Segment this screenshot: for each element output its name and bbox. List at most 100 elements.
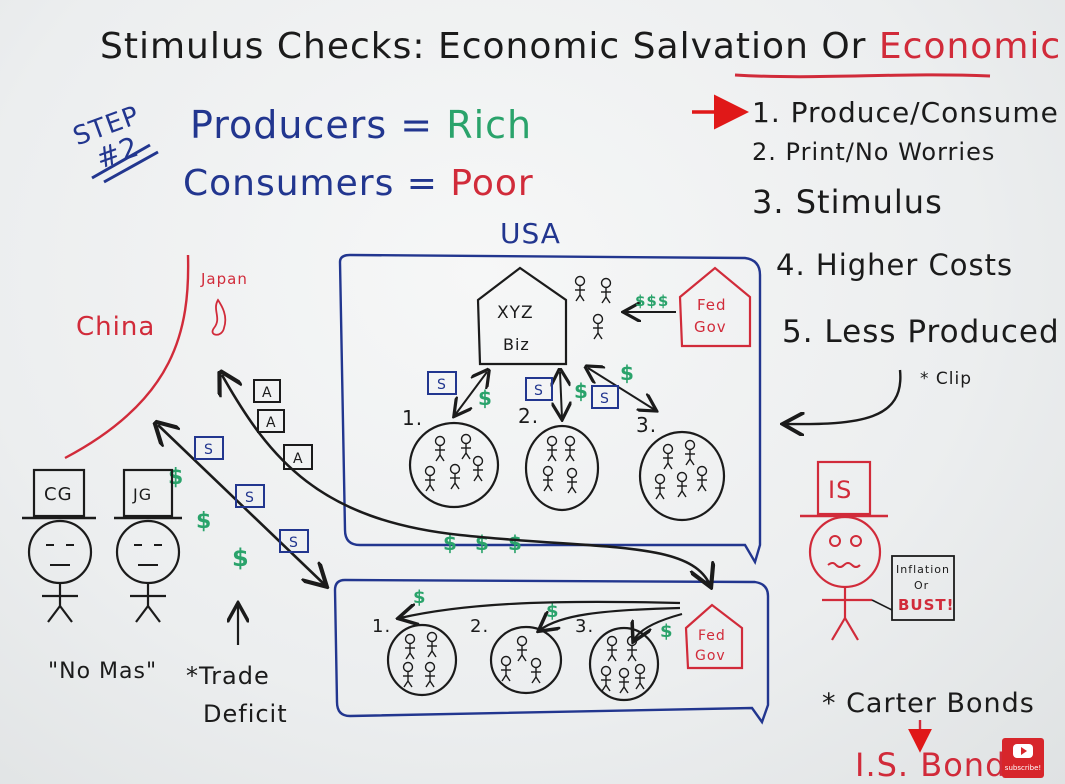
- is-bonds-text: I.S. Bonds: [855, 746, 1024, 784]
- lower-group-number-2: 2.: [470, 616, 489, 637]
- money-china-2: $: [196, 509, 212, 534]
- fed-gov-house-bottom: [684, 603, 744, 670]
- money-between-3: $: [508, 531, 523, 555]
- money-triple-top: $$$: [635, 292, 669, 310]
- usa-consumer-group-3: [638, 430, 726, 522]
- a-box-2: [257, 409, 285, 433]
- jg-top-hat: [122, 468, 174, 518]
- lower-consumer-group-3: [588, 626, 660, 702]
- svg-text:Consumers = Poor: Consumers = Poor: [183, 163, 534, 204]
- jg-face: [115, 519, 181, 585]
- lower-arrow-2: [540, 606, 681, 630]
- inflation-line2: Or: [914, 579, 929, 592]
- worker-figures: [574, 275, 612, 340]
- s-box-trade-2: [235, 484, 265, 508]
- s-label-usa-1: S: [437, 377, 447, 393]
- jg-leg-left: [135, 605, 149, 623]
- money-usa-2: $: [574, 379, 589, 403]
- fed-gov-bottom-line2: Gov: [695, 648, 726, 664]
- lower-arrow-1: [400, 600, 681, 618]
- money-lower-3: $: [660, 621, 674, 642]
- cg-hat-label: CG: [44, 484, 73, 505]
- s-label-usa-3: S: [600, 391, 610, 407]
- play-triangle-icon: [1021, 747, 1027, 755]
- fed-gov-house-top: [678, 266, 752, 348]
- step-item-1: 1. Produce/Consume: [752, 96, 1059, 129]
- jg-hat-label: JG: [132, 485, 152, 504]
- usa-group3-people: [654, 439, 708, 500]
- money-usa-1: $: [478, 386, 493, 410]
- subscribe-badge[interactable]: subscribe!: [1002, 738, 1044, 778]
- step-item-2: 2. Print/No Worries: [752, 138, 995, 166]
- usa-label: USA: [500, 217, 561, 250]
- title-main: Stimulus Checks: Economic Salvation Or: [100, 26, 879, 67]
- poor-text: Poor: [450, 163, 533, 204]
- usa-consumer-group-2: [524, 424, 600, 512]
- biz-group2-arrow: [560, 372, 562, 418]
- lower-group-number-3: 3.: [575, 616, 594, 637]
- a-label-1: A: [262, 385, 273, 401]
- consumers-text: Consumers =: [183, 163, 438, 204]
- usa-group-number-1: 1.: [402, 406, 423, 430]
- title-highlight: Economic Slavery?: [879, 26, 1065, 67]
- fed-gov-bottom-line1: Fed: [698, 628, 726, 644]
- clip-arrow: [785, 369, 902, 424]
- money-between-2: $: [475, 531, 490, 555]
- trade-route-upper: [222, 375, 710, 585]
- china-border: [64, 254, 190, 460]
- is-eye-left: [829, 535, 841, 547]
- lower-consumer-group-2: [489, 625, 563, 695]
- subscribe-label: subscribe!: [1004, 764, 1042, 772]
- a-box-3: [283, 444, 313, 470]
- inflation-line1: Inflation: [896, 563, 950, 576]
- inflation-sign: [891, 555, 955, 621]
- is-top-hat: [816, 460, 872, 516]
- jg-leg-right: [147, 605, 161, 623]
- sign-handle: [871, 599, 893, 611]
- biz-label-line1: XYZ: [497, 303, 534, 323]
- usa-group-number-3: 3.: [636, 413, 657, 437]
- is-eye-right: [850, 535, 862, 547]
- rich-text: Rich: [446, 103, 532, 147]
- svg-text:Stimulus Checks: Economic Salv: Stimulus Checks: Economic Salvation Or E…: [100, 26, 1065, 67]
- lower-group1-people: [402, 631, 438, 688]
- lower-group2-people: [500, 635, 542, 684]
- trade-route-lower: [158, 425, 325, 585]
- cg-top-hat: [32, 468, 86, 518]
- money-lower-2: $: [546, 601, 560, 622]
- lower-consumer-group-1: [386, 623, 458, 697]
- a-box-1: [253, 379, 281, 403]
- is-leg-right: [844, 617, 859, 641]
- cg-leg-right: [59, 605, 73, 623]
- china-label: China: [76, 312, 155, 342]
- inflation-line3: BUST!: [898, 596, 955, 614]
- fed-gov-top-line2: Gov: [694, 318, 727, 336]
- fed-gov-top-line1: Fed: [697, 296, 727, 314]
- s-box-trade-1: [194, 436, 224, 460]
- step-underline-2: [103, 150, 159, 184]
- s-label-usa-2: S: [534, 383, 544, 399]
- xyz-biz-house: [476, 266, 568, 366]
- s-box-trade-3: [279, 529, 309, 553]
- s-label-trade-3: S: [289, 535, 299, 551]
- trade-deficit-line2: Deficit: [203, 700, 288, 728]
- producers-text: Producers =: [190, 103, 433, 147]
- no-mas-quote: "No Mas": [48, 659, 157, 684]
- japan-label: Japan: [200, 270, 248, 288]
- money-china-3: $: [232, 544, 250, 572]
- title-underline: [734, 73, 991, 79]
- money-usa-3: $: [620, 361, 635, 385]
- japan-shape: [211, 298, 227, 336]
- is-face: [808, 515, 882, 589]
- step-item-5: 5. Less Produced: [782, 314, 1060, 350]
- step-item-3: 3. Stimulus: [752, 183, 943, 221]
- a-label-3: A: [293, 451, 304, 467]
- s-label-trade-2: S: [245, 490, 255, 506]
- lower-group-number-1: 1.: [372, 616, 391, 637]
- step-underline-1: [91, 143, 151, 180]
- s-label-trade-1: S: [204, 442, 214, 458]
- is-hat-label: IS: [828, 476, 852, 504]
- is-leg-left: [831, 617, 846, 641]
